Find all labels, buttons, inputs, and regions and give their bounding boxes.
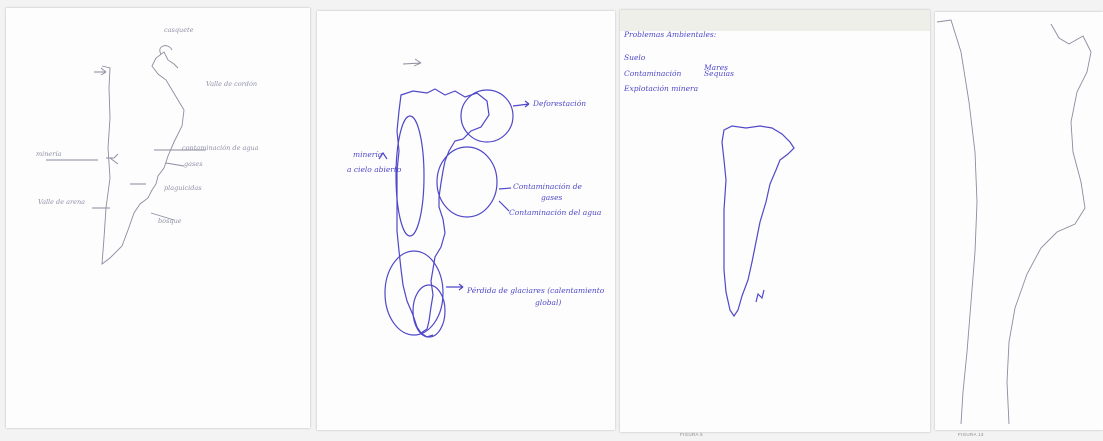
- drawing-sheet-2: Deforestación minería a cielo abierto Co…: [317, 11, 615, 430]
- drawing-sheet-1: casquete Valle de cordón contaminación d…: [6, 8, 310, 428]
- list-and-map-sketch: Problemas Ambientales: Suelo Contaminaci…: [620, 10, 930, 432]
- label-deforestation: Deforestación: [532, 99, 586, 108]
- label-gas-1: Contaminación de: [513, 182, 583, 191]
- large-outline-sketch: [935, 12, 1103, 430]
- label-gases: gases: [184, 160, 203, 168]
- map-outline-right: [1007, 24, 1091, 424]
- label-contamination: contaminación de agua: [182, 144, 259, 152]
- label-bosque: bosque: [158, 217, 182, 225]
- caption-sheet-4: FIGURA 13: [958, 432, 984, 437]
- pencil-map-sketch: casquete Valle de cordón contaminación d…: [6, 8, 310, 428]
- label-mining-1: minería: [353, 150, 382, 159]
- label-desert: Valle de arena: [38, 198, 85, 206]
- list-item-2: Contaminación: [624, 69, 681, 78]
- caption-sheet-3: FIGURA 5: [680, 432, 703, 437]
- list-title: Problemas Ambientales:: [623, 30, 717, 39]
- drawing-sheet-3: Problemas Ambientales: Suelo Contaminaci…: [620, 10, 930, 432]
- list-item-3: Sequías: [704, 69, 734, 78]
- circle-mining: [396, 116, 424, 236]
- label-glacier-1: Pérdida de glaciares (calentamiento: [466, 286, 605, 295]
- list-item-1: Suelo: [624, 53, 646, 62]
- circle-deforestation: [461, 90, 513, 142]
- label-left: minería: [36, 150, 61, 158]
- label-gas-2: gases: [541, 193, 563, 202]
- label-glacier-2: global): [535, 298, 561, 307]
- ink-map-sketch: Deforestación minería a cielo abierto Co…: [317, 11, 615, 430]
- circle-gases: [437, 147, 497, 217]
- drawing-sheet-4: [935, 12, 1103, 430]
- list-item-4: Explotación minera: [623, 84, 698, 93]
- map-outline-left: [937, 20, 977, 424]
- label-mining-2: a cielo abierto: [347, 165, 402, 174]
- label-valley: Valle de cordón: [206, 80, 257, 88]
- label-plague: plaguicidas: [164, 184, 202, 192]
- label-glacier: casquete: [164, 26, 194, 34]
- label-water: Contaminación del agua: [509, 208, 601, 217]
